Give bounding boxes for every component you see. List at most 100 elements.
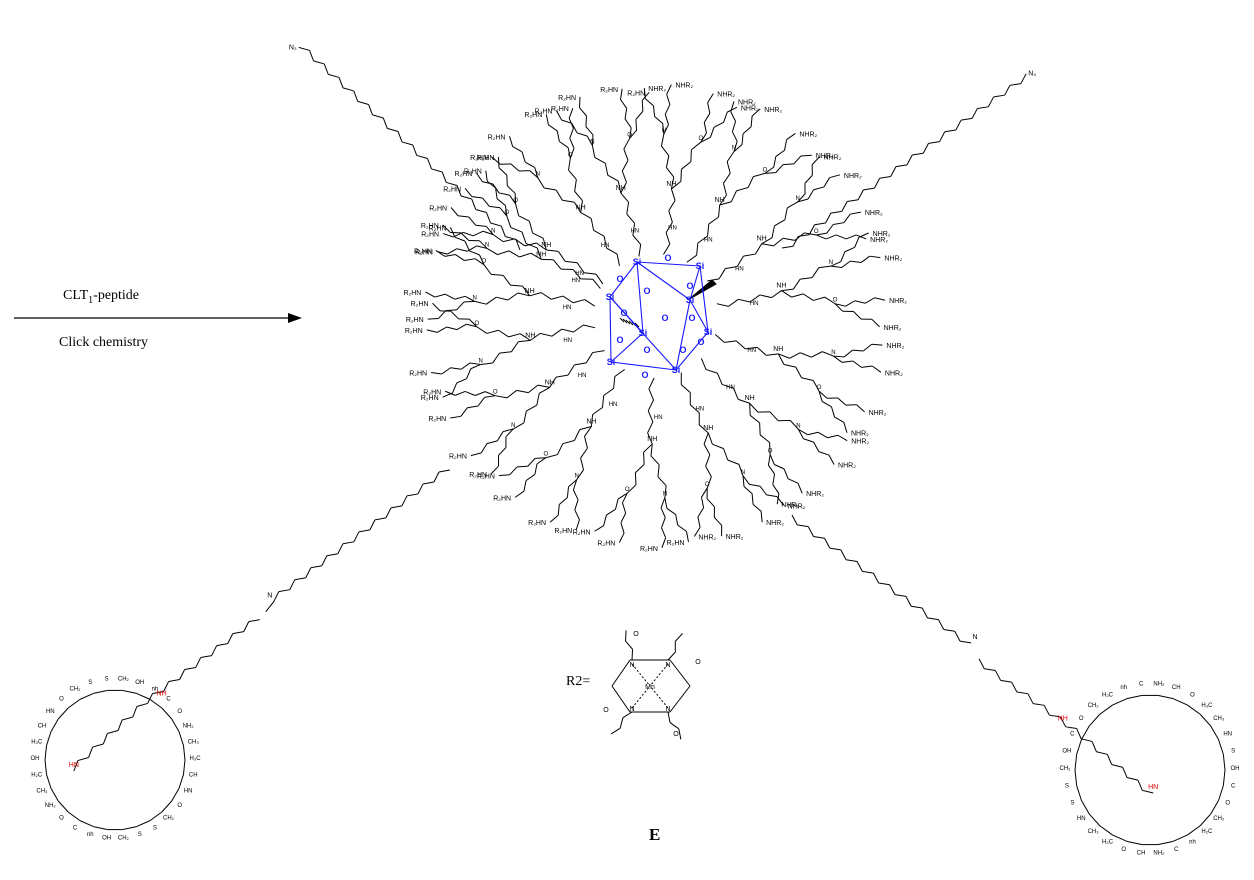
oxygen-atom: O <box>697 337 704 347</box>
chain-bond <box>798 483 802 493</box>
chain-bond <box>922 608 927 618</box>
chain-bond <box>517 466 528 467</box>
chain-bond <box>476 225 487 226</box>
chain-bond <box>487 181 495 188</box>
chain-bond <box>1044 705 1049 715</box>
chain-bond <box>457 302 464 310</box>
chain-bond <box>553 260 561 269</box>
atom-label: N <box>829 260 833 266</box>
chain-bond <box>592 146 594 158</box>
chain-bond <box>583 325 595 328</box>
chain-bond <box>706 369 717 373</box>
chain-bond <box>731 112 736 122</box>
chain-bond <box>196 658 201 668</box>
chain-bond <box>528 385 537 392</box>
terminal-amine: R₂HN <box>409 371 427 378</box>
chain-bond <box>855 237 859 247</box>
residue-label: O <box>1079 716 1084 722</box>
chain-bond <box>767 495 778 497</box>
chain-bond <box>299 47 310 50</box>
chain-bond <box>311 566 322 568</box>
peptide-ring-bond <box>1089 814 1099 826</box>
chain-bond <box>794 156 801 164</box>
terminal-amine: R₂HN <box>469 472 487 479</box>
peptide-ring-bond <box>45 760 47 775</box>
manganese-atom: Mn <box>645 684 655 691</box>
peptide-ring-bond <box>179 732 184 746</box>
chain-bond <box>874 178 879 188</box>
chain-bond <box>499 475 510 476</box>
chain-bond <box>805 175 812 183</box>
residue-label: H₂C <box>1102 692 1114 698</box>
chain-bond <box>217 644 228 646</box>
chain-bond <box>731 101 734 111</box>
reagent-label: CLT1-peptide <box>63 288 139 306</box>
chain-bond <box>570 138 574 148</box>
chain-bond <box>686 531 688 542</box>
chain-bond <box>137 703 148 706</box>
chain-bond <box>772 291 782 298</box>
chain-bond <box>185 668 196 670</box>
chain-bond <box>648 422 653 433</box>
chain-bond <box>621 513 626 523</box>
chain-bond <box>737 256 743 266</box>
atom-label: N <box>732 146 736 152</box>
chain-bond <box>491 274 503 275</box>
chain-bond <box>509 334 521 337</box>
chain-bond <box>499 352 511 353</box>
chain-bond <box>457 249 467 252</box>
chain-bond <box>770 412 778 421</box>
terminal-amine: R₂HN <box>443 186 461 193</box>
chain-bond <box>796 367 802 378</box>
chain-bond <box>464 259 475 261</box>
chain-bond <box>295 578 306 580</box>
chain-bond <box>857 561 862 571</box>
chain-bond <box>477 327 487 334</box>
chain-bond <box>1096 752 1107 755</box>
chain-bond <box>709 217 719 224</box>
chain-bond <box>447 327 457 330</box>
chain-bond <box>714 122 724 127</box>
peptide-ring-bond <box>80 693 93 699</box>
chain-bond <box>816 235 826 239</box>
chain-bond <box>666 156 668 168</box>
chain-bond <box>750 403 751 415</box>
chain-bond <box>585 300 595 307</box>
chain-bond <box>819 266 831 267</box>
chain-bond <box>513 147 522 152</box>
chain-bond <box>891 167 896 177</box>
chain-bond <box>850 212 861 214</box>
chain-bond <box>622 503 625 513</box>
chain-bond <box>717 304 729 307</box>
chain-bond <box>548 125 557 131</box>
chain-bond <box>639 244 641 256</box>
chain-bond <box>103 734 107 744</box>
chain-bond <box>455 255 464 261</box>
terminal-amine: NHR₂ <box>851 439 869 446</box>
chain-bond <box>485 396 496 398</box>
chain-bond <box>708 94 714 103</box>
residue-label: S <box>88 680 92 686</box>
chain-bond <box>648 400 653 411</box>
chain-bond <box>667 94 670 104</box>
chain-bond <box>464 301 475 302</box>
chain-bond <box>483 198 490 206</box>
chain-bond <box>455 391 465 395</box>
peptide-ring-bond <box>1100 705 1113 714</box>
residue-label: H₃C <box>189 756 201 762</box>
residue-label: H₃C <box>1201 703 1213 709</box>
chain-bond <box>563 296 573 303</box>
chain-bond <box>510 467 517 475</box>
chain-bond <box>774 220 784 226</box>
chain-bond <box>755 244 761 254</box>
atom-label: N <box>511 423 515 429</box>
peptide-ring-bond <box>150 812 162 821</box>
chain-bond <box>784 469 788 479</box>
peptide-ring-bond <box>1077 739 1082 754</box>
chain-bond <box>544 188 556 190</box>
chain-bond <box>515 491 524 497</box>
chain-bond <box>437 252 447 255</box>
peptide-ring-bond <box>68 812 80 821</box>
chain-bond <box>557 131 559 142</box>
